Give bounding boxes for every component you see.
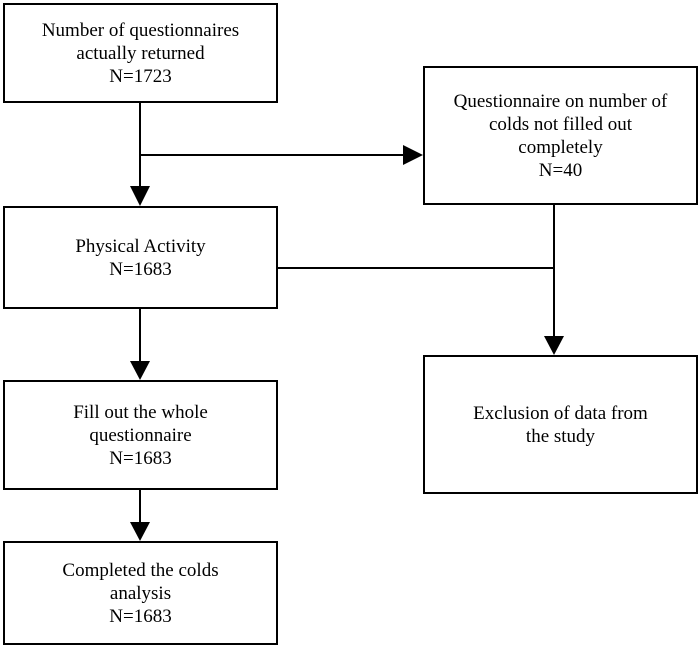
box-text-line: Number of questionnaires [41,19,240,41]
box-incomplete-questionnaire: Questionnaire on number of colds not fil… [423,66,698,205]
arrowhead-physical [130,186,150,206]
arrowhead-exclusion [544,336,564,355]
box-text-line: colds not filled out [488,113,632,135]
box-count: N=1683 [109,605,172,627]
box-text-line: the study [525,425,596,447]
box-text-line: completely [518,136,603,158]
box-completed-colds-analysis: Completed the colds analysis N=1683 [3,541,278,645]
box-text-line: Questionnaire on number of [453,90,668,112]
box-text-line: Exclusion of data from [473,402,648,424]
box-text-line: questionnaire [89,424,192,446]
box-questionnaires-returned: Number of questionnaires actually return… [3,3,278,103]
box-text-line: Physical Activity [75,235,206,257]
box-count: N=40 [538,159,583,181]
box-count: N=1683 [109,258,172,280]
arrowhead-completed [130,522,150,541]
box-exclusion-of-data: Exclusion of data from the study [423,355,698,494]
box-text-line: actually returned [76,42,205,64]
box-text-line: Fill out the whole [73,401,208,423]
box-physical-activity: Physical Activity N=1683 [3,206,278,309]
box-text-line: analysis [109,582,172,604]
box-text-line: Completed the colds [62,559,219,581]
arrowhead-fillout [130,361,150,380]
box-count: N=1723 [109,65,172,87]
box-fill-out-questionnaire: Fill out the whole questionnaire N=1683 [3,380,278,490]
box-count: N=1683 [109,447,172,469]
arrowhead-incomplete [403,145,423,165]
